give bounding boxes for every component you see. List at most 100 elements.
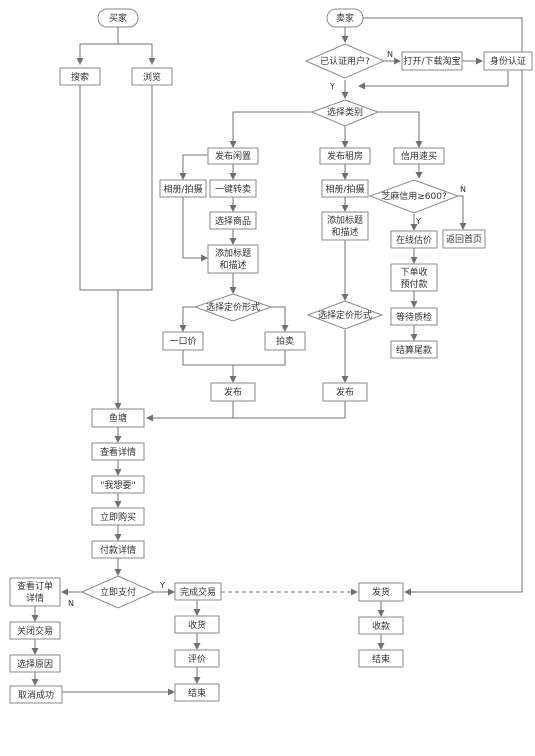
node-label-back-home: 返回首页	[446, 233, 482, 245]
node-add-title-2	[321, 211, 369, 241]
node-label-settle-balance: 结算尾款	[396, 344, 432, 356]
node-label-credit-buy: 信用速买	[401, 150, 437, 162]
node-close-deal	[9, 621, 61, 640]
node-wait-inspection	[390, 307, 438, 326]
edge-idle-album	[179, 154, 208, 180]
node-sesame-credit	[368, 179, 460, 214]
label-sesame-yes: Y	[415, 217, 421, 226]
node-browse	[131, 67, 173, 86]
edges	[31, 17, 523, 696]
label-pay-no: N	[68, 599, 74, 608]
edge-buyer-browse	[118, 43, 156, 65]
edge-sesame-home	[458, 195, 467, 230]
node-label-publish-1: 发布	[224, 386, 242, 398]
edge-seller-ship	[363, 17, 523, 596]
edge-buyer-search	[76, 43, 118, 65]
node-label-search: 搜索	[71, 71, 89, 83]
node-select-goods	[209, 211, 257, 230]
node-label-publish-2: 发布	[336, 386, 354, 398]
edge-fixed-publish	[182, 350, 237, 383]
edge-publish1-pond	[146, 401, 234, 422]
node-publish-2	[322, 382, 368, 402]
edge-auction-publish	[233, 350, 286, 366]
node-label-album-photo-1: 相册/拍摄	[163, 183, 202, 195]
node-label-identity-auth: 身份认证	[490, 55, 526, 67]
node-pay-now	[80, 575, 156, 609]
node-back-home	[442, 229, 486, 249]
edge-publish2-pond	[233, 401, 346, 419]
edge-auth-back	[358, 71, 509, 90]
node-receive-goods	[174, 615, 220, 634]
node-fish-pond	[91, 408, 145, 428]
label-sesame-no: N	[460, 185, 466, 194]
node-select-reason	[9, 654, 61, 673]
node-auction	[264, 331, 306, 351]
node-settle-balance	[390, 340, 438, 359]
label-certified-no: N	[387, 50, 393, 59]
node-label-add-title-1-0: 添加标题	[215, 247, 251, 259]
node-label-payment-details: 付款详情	[100, 544, 136, 556]
node-label-online-estimate: 在线估价	[396, 234, 432, 246]
node-label-close-deal: 关闭交易	[17, 625, 53, 637]
node-label-wait-inspection: 等待质检	[396, 311, 432, 323]
node-label-select-reason: 选择原因	[17, 658, 53, 670]
node-label-pay-now: 立即支付	[100, 586, 136, 598]
node-open-taobao	[401, 51, 463, 71]
node-receive-payment	[358, 616, 404, 635]
node-complete-deal	[174, 582, 222, 601]
node-identity-auth	[483, 51, 533, 71]
node-cancel-success	[9, 685, 63, 704]
node-review	[174, 649, 220, 668]
node-ship	[358, 582, 404, 602]
node-label-receive-payment: 收款	[372, 620, 390, 632]
label-certified-yes: Y	[329, 82, 335, 91]
node-label-seller: 卖家	[336, 12, 354, 24]
edge-category-credit	[378, 111, 423, 148]
node-label-view-order-0: 查看订单	[17, 580, 53, 592]
node-label-album-photo-2: 相册/拍摄	[325, 183, 364, 195]
node-add-title-1	[207, 244, 259, 274]
node-certified-user	[304, 43, 386, 79]
node-label-ship: 发货	[372, 586, 390, 598]
node-label-i-want-it: "我想要"	[100, 479, 135, 491]
node-online-estimate	[390, 230, 438, 249]
node-album-photo-1	[159, 179, 207, 198]
node-label-receive-goods: 收货	[188, 619, 206, 631]
node-label-open-taobao: 打开/下载淘宝	[403, 55, 460, 67]
nodes: 买家 卖家 搜索 浏览 已认证用户? 打开/下载淘宝 身份认证 选择类别 发布闲…	[9, 8, 533, 704]
node-label-review: 评价	[188, 654, 206, 665]
node-label-end-seller: 结束	[372, 653, 390, 665]
node-label-choose-category: 选择类别	[327, 106, 363, 118]
node-order-prepay	[390, 263, 438, 292]
node-label-order-prepay-0: 下单收	[400, 266, 427, 278]
node-label-choose-pricing-2: 选择定价形式	[318, 309, 372, 321]
node-label-buy-now: 立即购买	[100, 511, 136, 523]
node-view-details	[91, 442, 145, 461]
node-label-sesame-credit: 芝麻信用≥600?	[381, 190, 447, 202]
node-label-one-click-resell: 一键转卖	[215, 183, 251, 195]
node-label-view-details: 查看详情	[100, 446, 136, 458]
node-label-add-title-2-1: 和描述	[331, 226, 358, 238]
node-label-end: 结束	[188, 687, 206, 699]
node-album-photo-2	[321, 179, 369, 198]
node-seller	[326, 8, 364, 28]
node-label-view-order-1: 详情	[26, 592, 44, 604]
edge-pricing-fixed	[179, 306, 195, 332]
node-label-fixed-price: 一口价	[169, 336, 196, 347]
node-label-buyer: 买家	[109, 12, 127, 24]
node-publish-1	[210, 382, 256, 402]
node-choose-pricing-1	[193, 293, 273, 322]
node-post-idle	[207, 147, 259, 165]
edge-album-addtitle	[182, 197, 208, 262]
edge-search-pond	[79, 85, 122, 410]
edge-pricing-auction	[271, 306, 289, 332]
node-label-choose-pricing-1: 选择定价形式	[206, 301, 260, 313]
node-credit-buy	[393, 147, 445, 165]
node-choose-category	[310, 99, 380, 127]
node-i-want-it	[91, 475, 145, 494]
node-label-browse: 浏览	[143, 71, 161, 83]
node-label-cancel-success: 取消成功	[18, 689, 54, 701]
node-buyer	[97, 8, 139, 28]
node-label-select-goods: 选择商品	[215, 215, 251, 227]
